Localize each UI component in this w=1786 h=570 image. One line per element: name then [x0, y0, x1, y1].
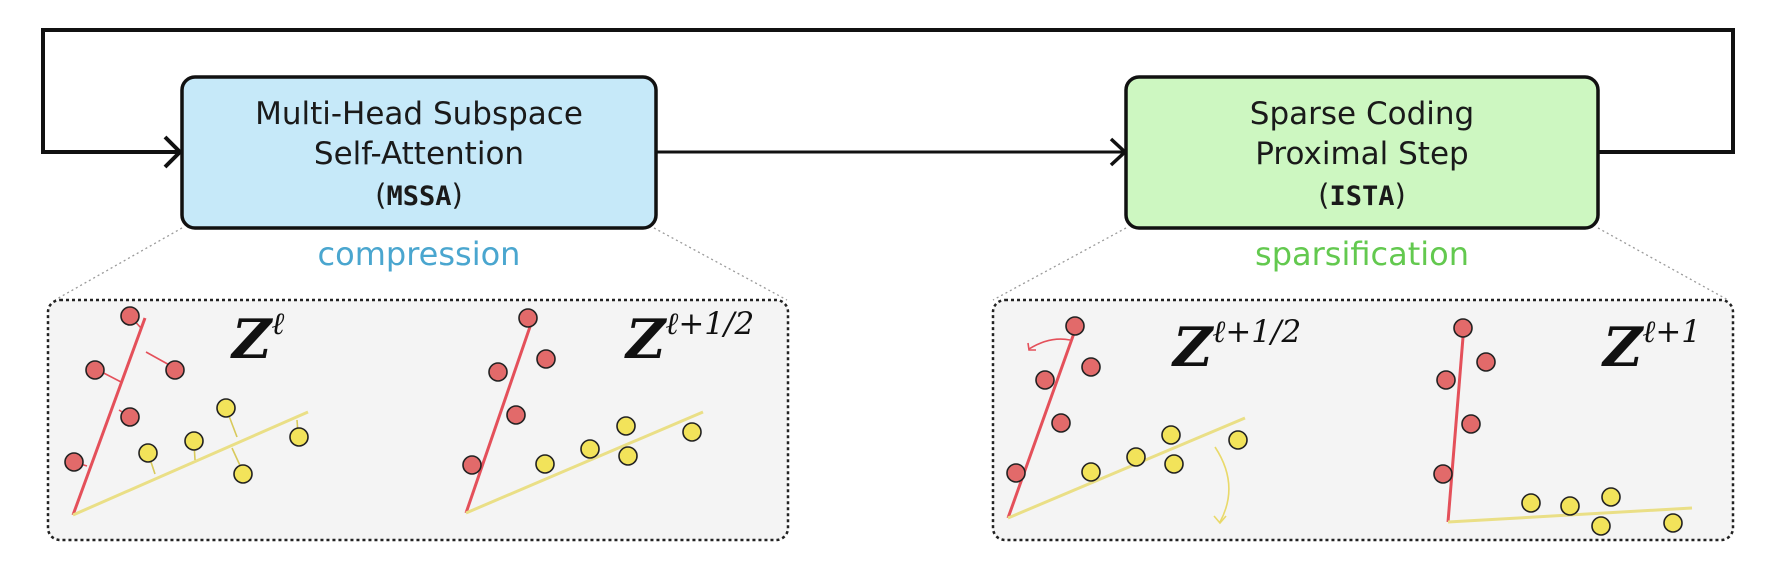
yellow-subspace-line: [72, 410, 309, 517]
subdiagram-z-l-plus-1: Zℓ+1: [1433, 314, 1701, 536]
red-point: [506, 405, 526, 425]
red-point: [1006, 463, 1026, 483]
mssa-block: Multi-Head Subspace Self-Attention (MSSA…: [180, 75, 658, 230]
red-point: [1453, 318, 1473, 338]
red-point: [518, 308, 538, 328]
yellow-point: [1560, 496, 1580, 516]
yellow-point: [1228, 430, 1248, 450]
red-point: [120, 306, 140, 326]
ista-title-line1: Sparse Coding: [1250, 96, 1474, 132]
red-subspace-line: [71, 317, 147, 516]
red-point: [1476, 352, 1496, 372]
mssa-acronym: (MSSA): [375, 178, 463, 212]
ista-block: Sparse Coding Proximal Step (ISTA): [1124, 75, 1600, 230]
yellow-subspace-line: [465, 410, 704, 515]
mssa-title-line2: Self-Attention: [314, 136, 524, 172]
yellow-point: [216, 398, 236, 418]
yellow-point: [289, 427, 309, 447]
feedback-loop-path: [41, 28, 1735, 154]
z-l-half-label: Zℓ+1/2: [1171, 314, 1301, 379]
yellow-point: [184, 431, 204, 451]
compression-panel: [46, 298, 790, 542]
yellow-point: [1164, 454, 1184, 474]
rotation-arc-icon: [1027, 342, 1036, 351]
yellow-point: [580, 439, 600, 459]
red-point: [1436, 370, 1456, 390]
yellow-point: [618, 446, 638, 466]
sparsification-caption: sparsification: [1255, 235, 1469, 273]
rotation-arc-icon: [1028, 338, 1071, 350]
red-point: [64, 452, 84, 472]
red-point: [165, 360, 185, 380]
z-l-plus-1-label: Zℓ+1: [1601, 314, 1701, 379]
red-point: [488, 362, 508, 382]
compression-caption: compression: [318, 235, 521, 273]
red-point: [1035, 370, 1055, 390]
yellow-point: [138, 443, 158, 463]
yellow-point: [233, 464, 253, 484]
z-l-half-label: Zℓ+1/2: [624, 306, 754, 371]
yellow-point: [682, 422, 702, 442]
z-l-label: Zℓ: [230, 306, 284, 371]
yellow-point: [1601, 487, 1621, 507]
arrow-right-icon: [163, 135, 183, 169]
red-point: [1081, 357, 1101, 377]
red-point: [462, 455, 482, 475]
red-point: [1461, 414, 1481, 434]
red-subspace-line: [1006, 321, 1080, 519]
red-point: [1051, 413, 1071, 433]
yellow-point: [535, 454, 555, 474]
yellow-point: [1591, 516, 1611, 536]
yellow-point: [1126, 447, 1146, 467]
yellow-point: [1161, 425, 1181, 445]
rotation-arc-icon: [1213, 515, 1227, 525]
red-subspace-line: [464, 317, 535, 514]
yellow-point: [1081, 462, 1101, 482]
red-point: [1065, 316, 1085, 336]
yellow-point: [616, 416, 636, 436]
sparsification-panel: [991, 298, 1735, 542]
subdiagram-z-l-half-b: Zℓ+1/2: [1006, 314, 1301, 525]
yellow-subspace-line: [1007, 416, 1246, 520]
rotation-arc-icon: [1214, 446, 1230, 523]
subdiagram-z-l-half-a: Zℓ+1/2: [462, 306, 754, 515]
red-point: [85, 360, 105, 380]
red-point: [536, 349, 556, 369]
red-subspace-line: [1446, 324, 1466, 523]
mssa-title-line1: Multi-Head Subspace: [255, 96, 583, 132]
yellow-point: [1663, 513, 1683, 533]
red-point: [1433, 464, 1453, 484]
red-point: [120, 407, 140, 427]
ista-title-line2: Proximal Step: [1255, 136, 1468, 172]
ista-acronym: (ISTA): [1318, 178, 1406, 212]
yellow-point: [1521, 493, 1541, 513]
zoom-guides: [54, 227, 1729, 301]
subdiagram-z-l: Zℓ: [64, 306, 309, 517]
